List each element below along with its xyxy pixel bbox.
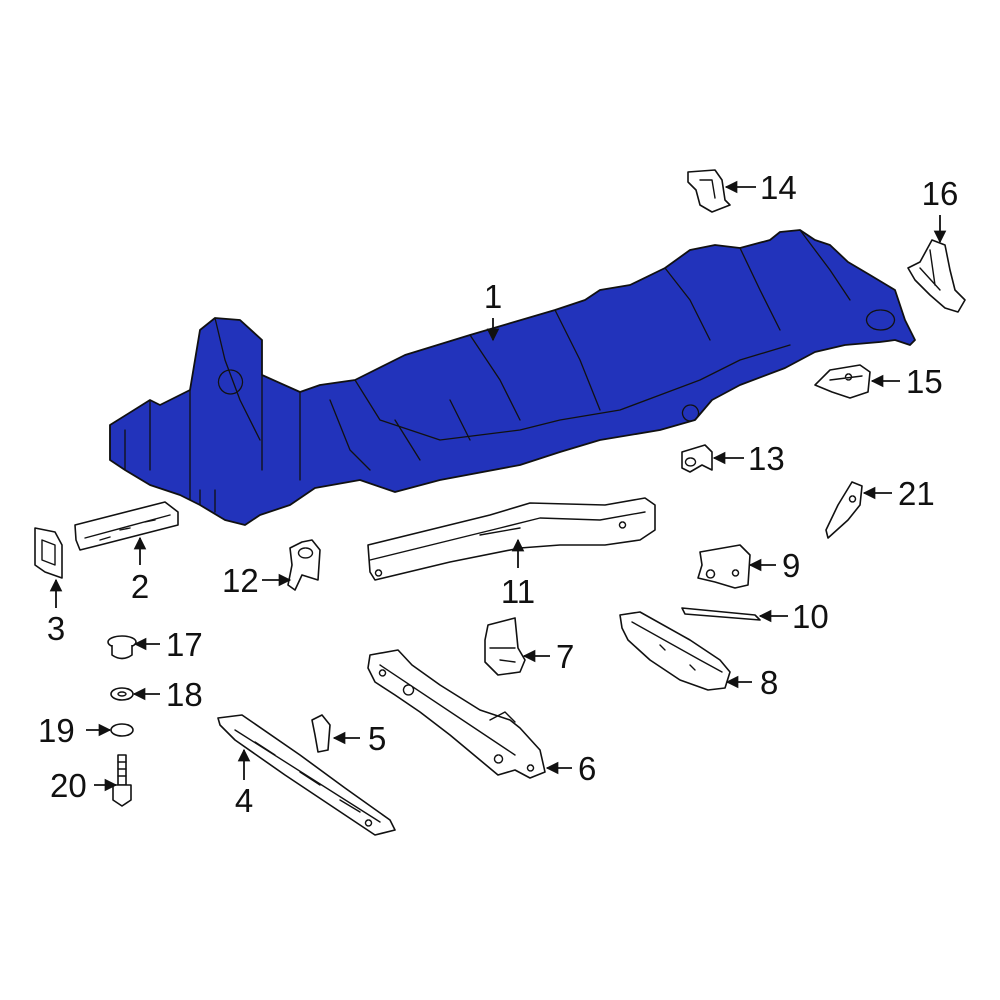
frame-rail-left — [149, 374, 301, 501]
frame-crossmembers — [469, 229, 851, 421]
part-6-crossmember[interactable] — [367, 649, 546, 779]
leader-arrows — [49, 180, 947, 792]
callout-6[interactable]: 6 — [578, 750, 596, 787]
callout-16[interactable]: 16 — [922, 175, 959, 212]
part-14-mount-bracket[interactable] — [687, 169, 731, 213]
part-4-long-brace[interactable] — [217, 714, 396, 836]
part-20-bolt[interactable] — [112, 754, 132, 807]
part-10-strip[interactable] — [681, 607, 761, 621]
frame-rail-center — [354, 344, 791, 441]
callout-1[interactable]: 1 — [484, 278, 502, 315]
callout-labels: 1 2 3 4 5 6 7 8 9 10 11 12 13 14 15 16 1… — [38, 169, 958, 819]
part-21-gusset[interactable] — [825, 481, 863, 539]
callout-21[interactable]: 21 — [898, 475, 935, 512]
part-13-mount-bracket[interactable] — [681, 444, 713, 473]
callout-18[interactable]: 18 — [166, 676, 203, 713]
callout-8[interactable]: 8 — [760, 664, 778, 701]
callout-15[interactable]: 15 — [906, 363, 943, 400]
part-7-mount[interactable] — [484, 617, 526, 676]
part-18-washer[interactable] — [110, 687, 134, 701]
callout-2[interactable]: 2 — [131, 568, 149, 605]
callout-14[interactable]: 14 — [760, 169, 797, 206]
callout-10[interactable]: 10 — [792, 598, 829, 635]
part-8-crossmember[interactable] — [619, 611, 731, 691]
frame-assembly[interactable] — [109, 229, 916, 526]
part-2-rail-section[interactable] — [74, 501, 179, 551]
part-17-bushing[interactable] — [107, 635, 137, 660]
callout-19[interactable]: 19 — [38, 712, 75, 749]
callout-3[interactable]: 3 — [47, 610, 65, 647]
frame-body — [109, 229, 916, 526]
callout-7[interactable]: 7 — [556, 638, 574, 675]
callout-13[interactable]: 13 — [748, 440, 785, 477]
frame-inner-details — [214, 309, 896, 471]
part-3-plate[interactable] — [34, 527, 63, 579]
part-12-bracket[interactable] — [287, 539, 321, 591]
part-19-washer[interactable] — [110, 723, 134, 737]
callout-17[interactable]: 17 — [166, 626, 203, 663]
part-5-clip[interactable] — [311, 714, 331, 753]
callout-11[interactable]: 11 — [501, 573, 535, 610]
callout-12[interactable]: 12 — [222, 562, 259, 599]
callout-4[interactable]: 4 — [235, 782, 253, 819]
part-16-rear-bracket[interactable] — [907, 239, 966, 313]
frame-front-end — [109, 424, 216, 513]
callout-20[interactable]: 20 — [50, 767, 87, 804]
part-9-bracket[interactable] — [697, 544, 751, 589]
callout-9[interactable]: 9 — [782, 547, 800, 584]
callout-5[interactable]: 5 — [368, 720, 386, 757]
part-11-side-rail[interactable] — [367, 497, 656, 581]
part-15-support-plate[interactable] — [814, 364, 871, 399]
